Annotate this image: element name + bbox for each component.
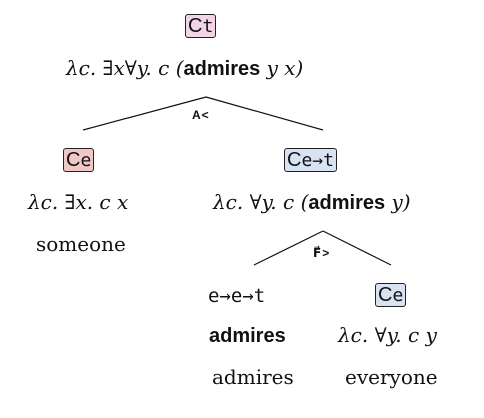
branch-right-obj <box>322 230 392 266</box>
root-type: Ct <box>185 14 217 38</box>
root-type-ctor: C <box>188 15 203 37</box>
obj-term: λc. ∀y. c y <box>338 323 437 347</box>
right-type-ctor: C <box>287 149 302 171</box>
right-tail: y) <box>385 190 411 214</box>
obj-word: everyone <box>345 365 438 389</box>
verb-term: admires <box>209 325 286 347</box>
root-type-box: Ct <box>185 14 217 38</box>
obj-type-box: Ce <box>375 283 407 307</box>
left-type-arg: e <box>80 150 92 171</box>
right-keyword: admires <box>308 192 386 214</box>
obj-type-ctor: C <box>378 284 393 306</box>
left-term: λc. ∃x. c x <box>28 190 129 214</box>
branch-root-left <box>82 96 207 131</box>
verb-word: admires <box>212 365 294 389</box>
right-lambda: λc. ∀y. c ( <box>213 190 309 214</box>
right-type-arg: e→t <box>301 150 334 171</box>
obj-type-arg: e <box>392 285 404 306</box>
root-term: λc. ∃x∀y. c (admires y x) <box>66 56 303 81</box>
rule-label-bottom: F⃗> <box>313 246 331 260</box>
root-keyword: admires <box>183 58 261 80</box>
obj-type: Ce <box>375 283 407 307</box>
left-type: Ce <box>63 148 95 172</box>
branch-root-right <box>205 96 324 131</box>
root-lambda: λc. ∃x∀y. c ( <box>66 56 184 80</box>
right-type-box: Ce→t <box>284 148 337 172</box>
rule-label-top: A< <box>192 108 210 122</box>
verb-type: e→e→t <box>208 285 266 307</box>
right-type: Ce→t <box>284 148 337 172</box>
right-term: λc. ∀y. c (admires y) <box>213 190 411 215</box>
left-type-ctor: C <box>66 149 81 171</box>
root-type-arg: t <box>202 16 214 37</box>
left-word: someone <box>36 232 126 256</box>
branch-right-verb <box>253 230 324 266</box>
root-tail: y x) <box>260 56 304 80</box>
left-type-box: Ce <box>63 148 95 172</box>
